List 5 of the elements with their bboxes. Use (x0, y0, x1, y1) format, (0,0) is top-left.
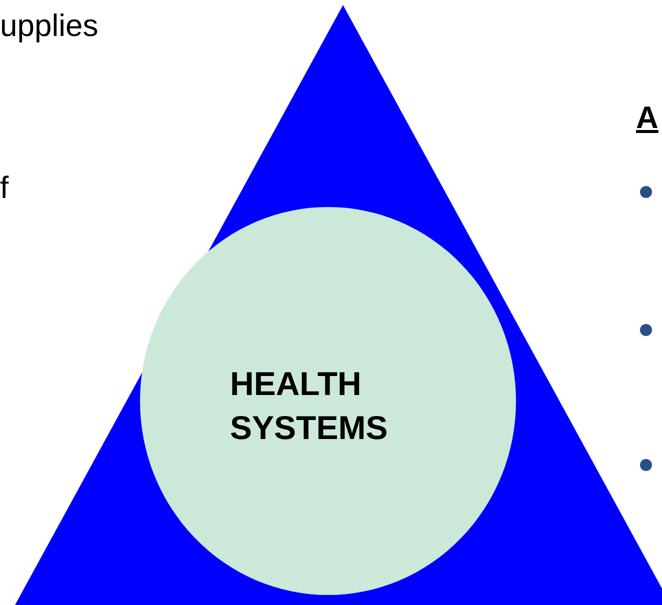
circle-shape (140, 207, 516, 595)
heading-text: HEALTH SYSTEMS (230, 364, 389, 448)
text-fragment: A (636, 100, 658, 136)
text-fragment: upplies (0, 8, 98, 44)
text-fragment: f (0, 170, 9, 206)
